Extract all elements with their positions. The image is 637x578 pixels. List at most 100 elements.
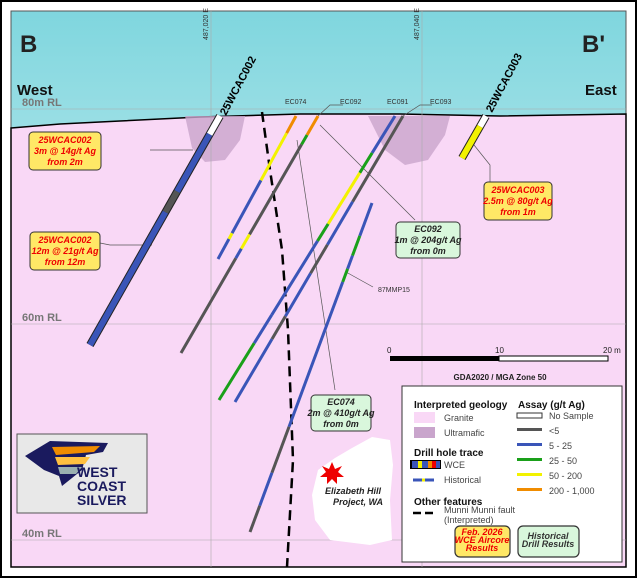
assay-swatch	[517, 443, 542, 446]
svg-text:Feb. 2026: Feb. 2026	[461, 527, 503, 537]
assay-interval	[351, 115, 405, 203]
assay-interval	[230, 179, 263, 234]
rl-label: 80m RL	[22, 97, 62, 109]
munni-munni-fault	[260, 111, 295, 568]
company-logo: WEST COAST SILVER	[16, 433, 148, 514]
svg-text:Assay (g/t Ag): Assay (g/t Ag)	[518, 400, 585, 411]
svg-text:Historical: Historical	[444, 475, 481, 485]
assay-interval	[270, 426, 291, 474]
svg-text:Drill hole trace: Drill hole trace	[414, 448, 484, 459]
assay-interval	[287, 281, 345, 428]
callout-ec074: EC074 2m @ 410g/t Ag from 0m	[307, 394, 375, 432]
assay-interval	[206, 114, 223, 136]
hole-label-87mmp15: 87MMP15	[378, 287, 410, 294]
assay-interval	[351, 235, 362, 257]
assay-interval	[270, 315, 287, 340]
assay-interval	[305, 115, 320, 136]
west-label: West	[17, 82, 53, 99]
assay-interval	[162, 190, 180, 214]
assay-swatch	[517, 458, 542, 461]
wce-results-badge: Feb. 2026 WCE Aircore Results	[454, 525, 511, 558]
assay-interval	[285, 115, 298, 134]
assay-interval	[259, 132, 288, 182]
assay-interval	[248, 143, 303, 236]
svg-text:Granite: Granite	[444, 413, 474, 423]
rl-label: 40m RL	[22, 528, 62, 540]
drill-hole-ec074	[216, 115, 298, 260]
assay-legend-label: 5 - 25	[549, 441, 572, 451]
section-end-label: B'	[582, 31, 605, 58]
rl-label: 60m RL	[22, 312, 62, 324]
svg-text:WCE: WCE	[444, 460, 465, 470]
assay-interval	[217, 342, 256, 401]
svg-text:25WCAC002: 25WCAC002	[37, 135, 91, 145]
assay-interval	[270, 240, 319, 316]
assay-interval	[252, 314, 274, 344]
svg-text:25WCAC003: 25WCAC003	[490, 185, 544, 195]
legend: Interpreted geology Granite Ultramafic D…	[401, 385, 623, 563]
assay-interval	[341, 268, 350, 283]
assay-interval	[370, 115, 397, 154]
wce-trace-swatch	[410, 460, 441, 469]
assay-interval	[227, 232, 234, 240]
assay-interval	[477, 114, 489, 128]
assay-legend-label: 25 - 50	[549, 456, 577, 466]
assay-interval	[459, 125, 483, 160]
location-star-icon	[320, 462, 344, 484]
location-region: Project, WA	[333, 497, 383, 507]
callout-wcac002-b: 25WCAC002 12m @ 21g/t Ag from 12m	[29, 231, 101, 271]
assay-interval	[316, 223, 330, 242]
assay-interval	[234, 247, 243, 259]
assay-interval	[346, 255, 354, 270]
callout-wcac003: 25WCAC003 2.5m @ 80g/t Ag from 1m	[482, 181, 553, 221]
svg-text:from 1m: from 1m	[500, 207, 536, 217]
svg-text:from 0m: from 0m	[410, 246, 446, 256]
svg-text:Historical: Historical	[527, 531, 569, 541]
svg-text:Ultramafic: Ultramafic	[444, 428, 485, 438]
svg-text:25WCAC002: 25WCAC002	[37, 235, 91, 245]
assay-interval	[300, 134, 309, 146]
svg-text:Other features: Other features	[414, 497, 483, 508]
svg-text:EC092: EC092	[414, 224, 442, 234]
svg-text:2m @ 410g/t Ag: 2m @ 410g/t Ag	[307, 408, 375, 418]
drill-hole-87mmp15	[248, 202, 374, 533]
assay-legend-label: <5	[549, 426, 559, 436]
assay-interval	[326, 172, 362, 225]
assay-swatch	[517, 488, 542, 491]
svg-text:from 2m: from 2m	[47, 157, 83, 167]
svg-text:12m @ 21g/t Ag: 12m @ 21g/t Ag	[32, 246, 99, 256]
assay-interval	[87, 210, 169, 347]
assay-interval	[284, 272, 312, 317]
assay-interval	[216, 238, 231, 260]
assay-swatch	[516, 412, 543, 419]
callout-wcac002-a: 25WCAC002 3m @ 14g/t Ag from 2m	[28, 131, 102, 171]
svg-text:from 0m: from 0m	[323, 419, 359, 429]
assay-swatch	[517, 473, 542, 476]
easting-label: 487,020 E	[203, 8, 210, 40]
svg-text:WEST: WEST	[77, 464, 118, 480]
svg-text:1m @ 204g/t Ag: 1m @ 204g/t Ag	[395, 235, 462, 245]
hole-label-ec092: EC092	[340, 99, 362, 106]
location-name: Elizabeth Hill	[325, 486, 382, 496]
hole-label-ec091: EC091	[387, 99, 409, 106]
easting-label: 487,040 E	[414, 8, 421, 40]
assay-interval	[309, 243, 329, 275]
drill-hole-ec091	[217, 115, 397, 401]
drill-hole-25wcac002	[86, 114, 224, 347]
assay-interval	[239, 233, 251, 250]
svg-text:Interpreted geology: Interpreted geology	[414, 400, 508, 411]
svg-text:Munni Munni fault: Munni Munni fault	[444, 505, 516, 515]
svg-text:GDA2020 / MGA Zone 50: GDA2020 / MGA Zone 50	[453, 373, 547, 382]
svg-text:20 m: 20 m	[603, 346, 621, 355]
assay-interval	[358, 202, 374, 237]
assay-interval	[179, 257, 238, 354]
callout-ec092: EC092 1m @ 204g/t Ag from 0m	[395, 221, 462, 259]
svg-text:COAST: COAST	[77, 478, 126, 494]
assay-swatch	[517, 428, 542, 431]
svg-text:Drill Results: Drill Results	[522, 539, 575, 549]
svg-text:from 12m: from 12m	[45, 257, 86, 267]
svg-text:2.5m @ 80g/t Ag: 2.5m @ 80g/t Ag	[482, 196, 553, 206]
drill-hole-25wcac003	[458, 114, 490, 160]
